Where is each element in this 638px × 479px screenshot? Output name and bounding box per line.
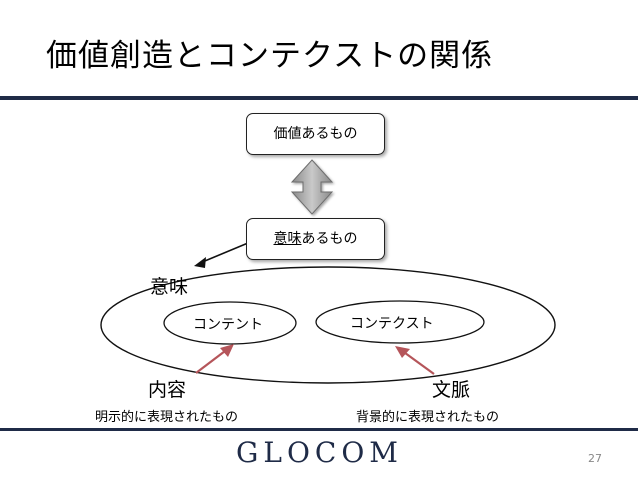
context-red-arrowhead-icon — [395, 346, 410, 358]
naiyou-caption: 明示的に表現されたもの — [95, 410, 239, 425]
meaning-label: 意味 — [150, 276, 189, 298]
bunmyaku-caption: 背景的に表現されたもの — [356, 410, 500, 425]
footer-rule — [0, 428, 638, 431]
title-underline-rule — [0, 96, 638, 100]
page-number: 27 — [588, 452, 602, 465]
glocom-logo: GLOCOM — [236, 436, 403, 469]
bidirectional-arrow-icon — [290, 159, 334, 215]
meaning-box: 意味あるもの — [246, 218, 385, 260]
content-oval — [163, 301, 297, 345]
bunmyaku-label: 文脈 — [432, 379, 471, 401]
value-box-label: 価値あるもの — [273, 126, 358, 142]
content-red-arrowhead-icon — [220, 344, 234, 357]
meaning-box-underlined-word: 意味 — [273, 231, 302, 247]
meaning-pointer-arrow-line — [199, 242, 249, 264]
naiyou-label: 内容 — [148, 379, 187, 401]
context-oval-label: コンテクスト — [350, 316, 434, 332]
meaning-pointer-arrowhead-icon — [194, 257, 206, 268]
content-red-arrow-line — [195, 347, 230, 374]
meaning-ellipse — [100, 266, 556, 384]
context-oval — [315, 300, 485, 344]
content-oval-label: コンテント — [193, 317, 263, 333]
meaning-box-rest: あるもの — [301, 231, 358, 247]
value-box: 価値あるもの — [246, 113, 385, 155]
context-red-arrow-line — [400, 349, 435, 375]
slide-title: 価値創造とコンテクストの関係 — [46, 38, 494, 74]
